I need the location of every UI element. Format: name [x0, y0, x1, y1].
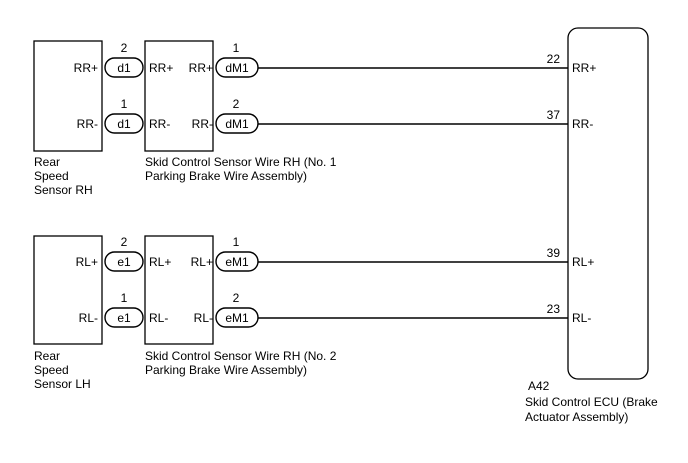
sensor-rh-name-line-2: Speed: [34, 169, 69, 183]
connector-dM1-bottom-pin: 2: [233, 97, 240, 111]
ecu-pin-label: RR+: [572, 61, 596, 75]
connector-e1-bottom-label: e1: [117, 311, 131, 325]
connector-d1-top-label: d1: [117, 61, 131, 75]
ecu-pin-label: RL-: [572, 311, 591, 325]
connector-e1-bottom-pin: 1: [121, 291, 128, 305]
connector-d1-top: d1 2: [104, 41, 144, 78]
sensor-lh-name-line-1: Rear: [34, 349, 60, 363]
wire-assembly-rh-left-pin-minus: RR-: [149, 117, 170, 131]
wire-assembly-lh-name-line-2: Parking Brake Wire Assembly): [145, 363, 307, 377]
connector-d1-bottom-label: d1: [117, 117, 131, 131]
wire-assembly-rh-left-pin-plus: RR+: [149, 61, 173, 75]
connector-e1-top-label: e1: [117, 255, 131, 269]
connector-e1-top-pin: 2: [121, 235, 128, 249]
connector-eM1-bottom-label: eM1: [225, 311, 249, 325]
connector-d1-bottom-pin: 1: [121, 97, 128, 111]
connector-eM1-bottom: eM1 2: [215, 291, 259, 328]
ecu-name-line-1: Skid Control ECU (Brake: [525, 395, 658, 409]
connector-eM1-top-pin: 1: [233, 235, 240, 249]
ecu-a42: 22 RR+ 37 RR- 39 RL+ 23 RL- A42 Skid Con…: [525, 27, 658, 424]
wire-assembly-rh-right-pin-plus: RR+: [189, 61, 213, 75]
connector-eM1-top: eM1 1: [215, 235, 259, 272]
ecu-pin-label: RL+: [572, 255, 594, 269]
ecu-pin-number: 39: [547, 246, 561, 260]
connector-dM1-bottom-label: dM1: [225, 117, 249, 131]
connector-e1-top: e1 2: [104, 235, 144, 272]
wire-assembly-lh-left-pin-minus: RL-: [149, 311, 168, 325]
sensor-lh-pin-plus: RL+: [76, 255, 98, 269]
connector-dM1-top: dM1 1: [215, 41, 259, 78]
connector-dM1-top-pin: 1: [233, 41, 240, 55]
sensor-lh-pin-minus: RL-: [79, 311, 98, 325]
connector-eM1-top-label: eM1: [225, 255, 249, 269]
wire-assembly-lh: RL+ RL- RL+ RL- Skid Control Sensor Wire…: [144, 235, 337, 377]
ecu-pin-number: 23: [547, 302, 561, 316]
wire-assembly-lh-right-pin-plus: RL+: [191, 255, 213, 269]
wire-assembly-lh-box: [144, 235, 214, 345]
connector-dM1-top-label: dM1: [225, 61, 249, 75]
wire-assembly-lh-left-pin-plus: RL+: [149, 255, 171, 269]
wire-assembly-rh-right-pin-minus: RR-: [192, 117, 213, 131]
wire-assembly-rh-name-line-2: Parking Brake Wire Assembly): [145, 169, 307, 183]
connector-d1-top-pin: 2: [121, 41, 128, 55]
sensor-lh-name-line-3: Sensor LH: [34, 377, 91, 391]
sensor-rh-pin-minus: RR-: [77, 117, 98, 131]
wire-assembly-rh-name-line-1: Skid Control Sensor Wire RH (No. 1: [145, 155, 337, 169]
ecu-pin-number: 37: [547, 108, 561, 122]
ecu-code: A42: [528, 379, 550, 393]
wire-assembly-lh-right-pin-minus: RL-: [194, 311, 213, 325]
wire-assembly-lh-name-line-1: Skid Control Sensor Wire RH (No. 2: [145, 349, 337, 363]
connector-dM1-bottom: dM1 2: [215, 97, 259, 134]
ecu-pin-label: RR-: [572, 117, 593, 131]
connector-d1-bottom: d1 1: [104, 97, 144, 134]
sensor-rh-pin-plus: RR+: [74, 61, 98, 75]
wire-assembly-rh-box: [144, 40, 214, 152]
sensor-rh-name-line-1: Rear: [34, 155, 60, 169]
sensor-lh-name-line-2: Speed: [34, 363, 69, 377]
sensor-rh-name-line-3: Sensor RH: [34, 183, 93, 197]
sensor-rh: RR+ RR- Rear Speed Sensor RH: [33, 40, 103, 197]
ecu-box: [567, 27, 649, 380]
sensor-lh: RL+ RL- Rear Speed Sensor LH: [33, 235, 103, 391]
sensor-rh-box: [33, 40, 103, 152]
ecu-pin-number: 22: [547, 52, 561, 66]
wire-assembly-rh: RR+ RR- RR+ RR- Skid Control Sensor Wire…: [144, 40, 337, 183]
sensor-lh-box: [33, 235, 103, 345]
connector-eM1-bottom-pin: 2: [233, 291, 240, 305]
ecu-name-line-2: Actuator Assembly): [525, 410, 628, 424]
connector-e1-bottom: e1 1: [104, 291, 144, 328]
